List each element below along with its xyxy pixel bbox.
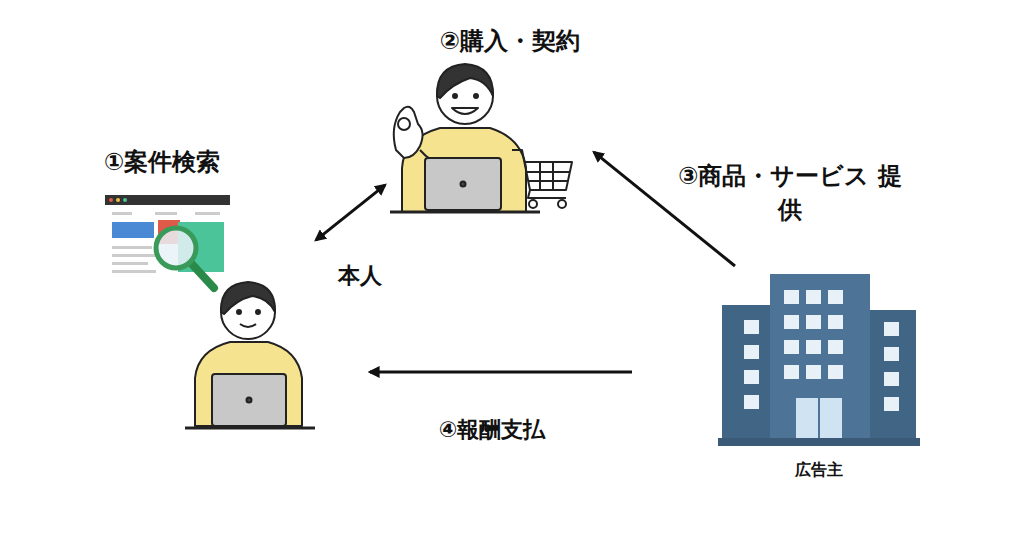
- window: [784, 365, 799, 379]
- window: [828, 365, 843, 379]
- window: [806, 365, 821, 379]
- advertiser-node: 広告主: [718, 270, 920, 485]
- window: [884, 322, 899, 336]
- search-node: ①案件検索: [100, 140, 312, 430]
- window: [884, 347, 899, 361]
- flow-arrow: [370, 370, 632, 373]
- edge-label: 本人: [330, 261, 390, 292]
- window: [806, 315, 821, 329]
- window: [806, 290, 821, 304]
- buyer-figure: [390, 64, 572, 212]
- node-label: ①案件検索: [104, 146, 220, 178]
- node-label: 広告主: [795, 460, 843, 481]
- window: [784, 340, 799, 354]
- buyer-node: ②購入・契約: [395, 25, 580, 212]
- node-label: ②購入・契約: [440, 25, 580, 57]
- window: [828, 315, 843, 329]
- window: [744, 370, 759, 384]
- window: [806, 340, 821, 354]
- window: [784, 315, 799, 329]
- window: [884, 397, 899, 411]
- flow-arrow: [316, 185, 385, 240]
- window: [828, 290, 843, 304]
- edge-label: ④報酬支払: [412, 415, 572, 446]
- window: [884, 372, 899, 386]
- edge-label: ③商品・サービス 提供: [670, 160, 910, 227]
- window: [744, 395, 759, 409]
- search-icon: [105, 195, 230, 288]
- window: [784, 290, 799, 304]
- self-figure: [185, 282, 315, 428]
- building-figure: [718, 274, 920, 446]
- window: [744, 320, 759, 334]
- window: [744, 345, 759, 359]
- window: [828, 340, 843, 354]
